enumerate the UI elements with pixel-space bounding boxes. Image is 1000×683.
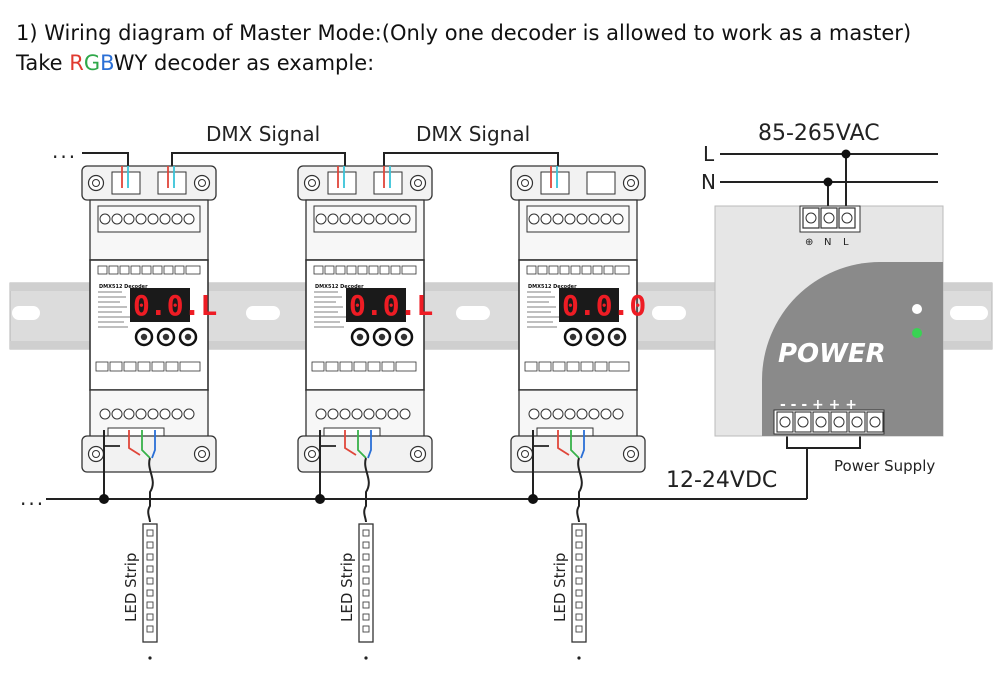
line-l-label: L xyxy=(703,142,715,166)
decoder-3-display: 0.0.0 xyxy=(562,289,646,322)
decoder-2-title: DMX512 Decoder xyxy=(315,284,364,290)
diagram-heading: 1) Wiring diagram of Master Mode:(Only o… xyxy=(16,21,912,45)
terminal-n-label: N xyxy=(824,237,831,248)
line-n-label: N xyxy=(701,170,716,194)
terminal-l-label: L xyxy=(843,237,849,248)
decoder-unit-3: DMX512 Decoder 0.0.0 xyxy=(509,164,646,474)
diagram-subheading: Take RGBWY decoder as example: xyxy=(16,51,374,75)
subheading-prefix: Take xyxy=(16,51,70,75)
dc-terminal-polarity: - - - + + + xyxy=(780,397,857,413)
subheading-letter-b: B xyxy=(100,51,114,75)
terminal-earth-label: ⊕ xyxy=(805,237,813,248)
subheading-letter-g: G xyxy=(83,51,101,75)
dc-chain-ellipsis-bottom: ... xyxy=(20,486,45,510)
dc-power-bus xyxy=(46,430,861,523)
led-strip-label-2: LED Strip xyxy=(338,553,356,622)
ac-junctions xyxy=(823,149,851,187)
led-strip-label-3: LED Strip xyxy=(551,553,569,622)
decoder-2-display: 0.0.L xyxy=(349,289,433,322)
subheading-suffix: WY decoder as example: xyxy=(113,51,375,75)
power-indicator-white xyxy=(912,304,922,314)
power-logo-text: POWER xyxy=(778,339,886,369)
led-strip-1 xyxy=(142,523,158,643)
bus-junctions xyxy=(99,494,538,504)
dc-voltage-label: 12-24VDC xyxy=(666,468,777,493)
decoder-unit-1: DMX512 Decoder 0.0.L xyxy=(80,164,217,474)
led-strip-2 xyxy=(358,523,374,643)
led-strip-label-1: LED Strip xyxy=(122,553,140,622)
dmx-signal-label-1: DMX Signal xyxy=(206,122,320,146)
power-indicator-green xyxy=(912,328,922,338)
power-supply-label: Power Supply xyxy=(834,457,935,475)
led-strip-3 xyxy=(571,523,587,643)
ac-voltage-label: 85-265VAC xyxy=(758,121,880,146)
dmx-chain-ellipsis-top: ... xyxy=(52,139,77,163)
decoder-1-display: 0.0.L xyxy=(133,289,217,322)
decoder-3-title: DMX512 Decoder xyxy=(528,284,577,290)
power-supply-unit: ⊕ N L POWER - - - + + + xyxy=(714,205,944,437)
decoder-unit-2: DMX512 Decoder 0.0.L xyxy=(296,164,433,474)
subheading-letter-r: R xyxy=(69,51,84,75)
decoder-1-title: DMX512 Decoder xyxy=(99,284,148,290)
dmx-signal-label-2: DMX Signal xyxy=(416,122,530,146)
output-wires xyxy=(103,430,585,459)
strip-end-dots xyxy=(148,656,581,660)
